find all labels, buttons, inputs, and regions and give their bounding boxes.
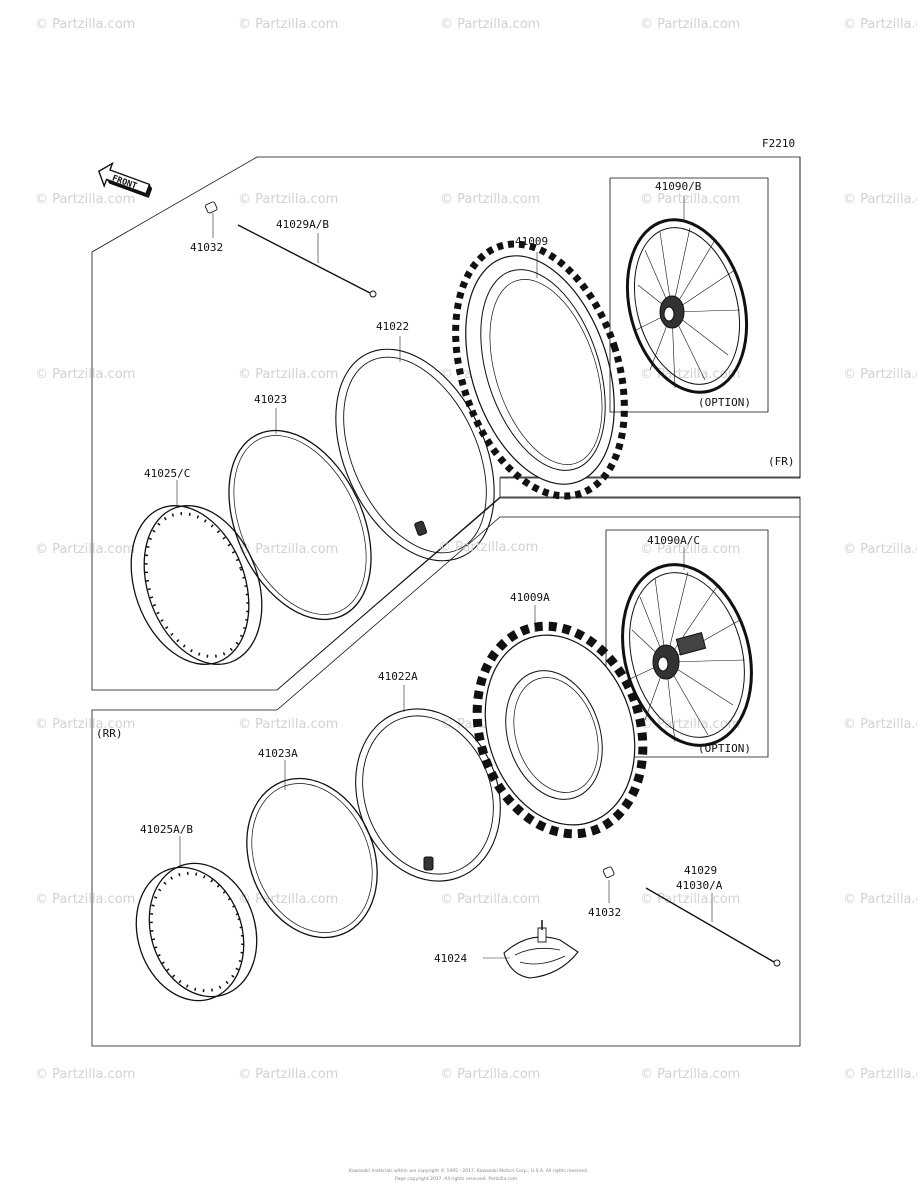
- front-section-border: [91, 156, 800, 691]
- rim-front: [130, 480, 263, 665]
- valve-cap-front: [204, 201, 218, 238]
- part-label: 41029: [684, 864, 717, 877]
- watermark: © Partzilla.com: [35, 892, 135, 907]
- copyright-line: Page copyright 2017. All rights reserved…: [395, 1176, 517, 1182]
- section-label-rear: (RR): [96, 727, 123, 740]
- watermark: © Partzilla.com: [35, 717, 135, 732]
- part-label: 41032: [588, 906, 621, 919]
- watermark: © Partzilla.com: [238, 367, 338, 382]
- watermark: © Partzilla.com: [843, 542, 917, 557]
- option-label: (OPTION): [698, 396, 751, 409]
- part-label: 41025A/B: [140, 823, 193, 836]
- tire-rear: [472, 605, 648, 839]
- watermark: © Partzilla.com: [238, 192, 338, 207]
- spoke-rear: [645, 887, 781, 967]
- tire-front: [452, 240, 628, 500]
- copyright-line: Kawasaki materials within are copyright …: [349, 1167, 588, 1174]
- watermark: © Partzilla.com: [640, 892, 740, 907]
- watermark: © Partzilla.com: [35, 17, 135, 32]
- rim-rear: [135, 836, 258, 1002]
- watermark: © Partzilla.com: [843, 192, 917, 207]
- watermark: © Partzilla.com: [238, 542, 338, 557]
- part-label: 41009A: [510, 591, 550, 604]
- watermark: © Partzilla.com: [843, 17, 917, 32]
- watermark: © Partzilla.com: [238, 17, 338, 32]
- watermark: © Partzilla.com: [640, 17, 740, 32]
- option-label: (OPTION): [698, 742, 751, 755]
- watermark: © Partzilla.com: [843, 717, 917, 732]
- wheel-assy-front: [609, 177, 769, 413]
- part-label: 41029A/B: [276, 218, 329, 231]
- figure-code: F2210: [762, 137, 795, 150]
- rim-band-front: [228, 408, 372, 621]
- section-label-front: (FR): [768, 455, 795, 468]
- spoke-front: [237, 224, 377, 298]
- watermark: © Partzilla.com: [440, 17, 540, 32]
- watermark: © Partzilla.com: [238, 1067, 338, 1082]
- watermark: © Partzilla.com: [440, 192, 540, 207]
- part-label: 41023: [254, 393, 287, 406]
- watermark: © Partzilla.com: [640, 717, 740, 732]
- part-label: 41090A/C: [647, 534, 700, 547]
- rim-band-rear: [246, 760, 378, 939]
- watermark: © Partzilla.com: [35, 1067, 135, 1082]
- bead-lock: [483, 920, 579, 979]
- watermark: © Partzilla.com: [843, 892, 917, 907]
- part-label: 41009: [515, 235, 548, 248]
- part-label: 41030/A: [676, 879, 723, 892]
- watermark: © Partzilla.com: [35, 367, 135, 382]
- watermark: © Partzilla.com: [843, 367, 917, 382]
- part-label: 41024: [434, 952, 467, 965]
- watermark: © Partzilla.com: [35, 542, 135, 557]
- watermark: © Partzilla.com: [640, 192, 740, 207]
- part-label: 41032: [190, 241, 223, 254]
- watermark: © Partzilla.com: [238, 892, 338, 907]
- watermark: © Partzilla.com: [640, 542, 740, 557]
- center-watermark: © Partzilla.com: [438, 540, 538, 555]
- rear-section-frame: [91, 498, 801, 1047]
- watermark: © Partzilla.com: [640, 1067, 740, 1082]
- watermark: © Partzilla.com: [843, 1067, 917, 1082]
- part-label: 41025/C: [144, 467, 190, 480]
- watermark: © Partzilla.com: [440, 1067, 540, 1082]
- part-label: 41023A: [258, 747, 298, 760]
- front-frame-diagonal: [276, 496, 501, 691]
- tube-front: [335, 336, 495, 562]
- part-label: 41090/B: [655, 180, 702, 193]
- watermark: © Partzilla.com: [35, 192, 135, 207]
- part-label: 41022: [376, 320, 409, 333]
- wheel-assy-rear: [605, 529, 769, 758]
- watermark: © Partzilla.com: [440, 892, 540, 907]
- valve-cap-rear: [602, 866, 615, 903]
- watermark: © Partzilla.com: [238, 717, 338, 732]
- part-label: 41022A: [378, 670, 418, 683]
